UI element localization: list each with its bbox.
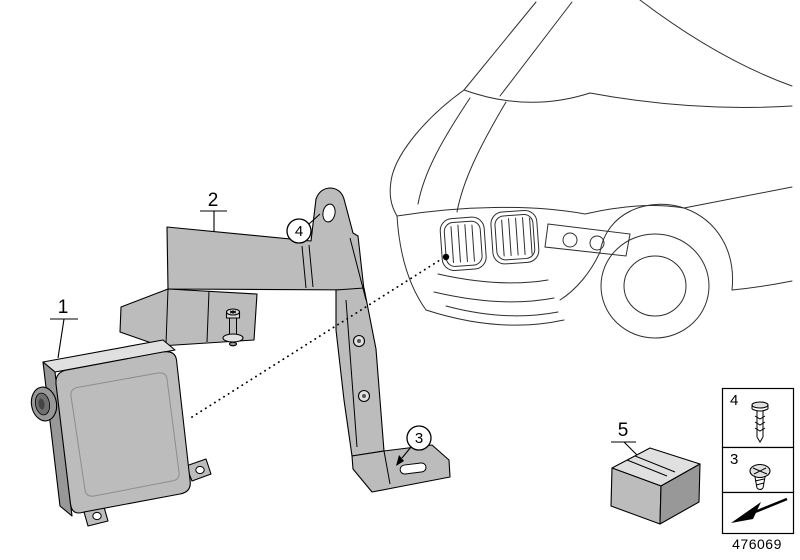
callout-5[interactable]: 5 <box>611 420 638 456</box>
callout-2[interactable]: 2 <box>200 190 227 232</box>
legend-cell-screw[interactable]: 3 <box>721 446 795 494</box>
torx-screw-drawing <box>222 308 244 347</box>
bracket-drawing <box>119 187 451 493</box>
part-number: 476069 <box>732 536 782 552</box>
callout-3-label: 3 <box>415 430 423 447</box>
screw-slot <box>399 462 427 475</box>
direction-arrow-icon <box>731 497 788 523</box>
legend-cell-rivet[interactable]: 4 <box>721 387 795 449</box>
legend-screw-label: 3 <box>730 451 738 468</box>
callouts: 1 2 5 4 3 <box>50 190 638 466</box>
callout-1-label: 1 <box>58 297 69 318</box>
car-sketch-icon <box>389 0 793 339</box>
callout-5-label: 5 <box>618 420 629 441</box>
connector-icon <box>30 386 58 422</box>
callout-3[interactable]: 3 <box>396 425 432 466</box>
box-drawing <box>610 447 701 525</box>
callout-4-label: 4 <box>295 223 303 240</box>
rivet-hole <box>322 203 336 223</box>
legend-rivet-label: 4 <box>730 392 738 409</box>
callout-1[interactable]: 1 <box>50 297 78 359</box>
sensor-drawing <box>30 339 212 527</box>
callout-2-label: 2 <box>208 190 219 211</box>
screw-icon <box>749 463 771 490</box>
expansion-rivet-icon <box>751 401 769 443</box>
kidney-grille-icon <box>439 209 540 271</box>
callout-4[interactable]: 4 <box>286 213 321 244</box>
headlight-icon <box>544 223 631 257</box>
legend: 4 3 <box>721 387 795 535</box>
direction-arrow-box <box>721 491 795 535</box>
assembly-axis-line <box>191 253 450 418</box>
